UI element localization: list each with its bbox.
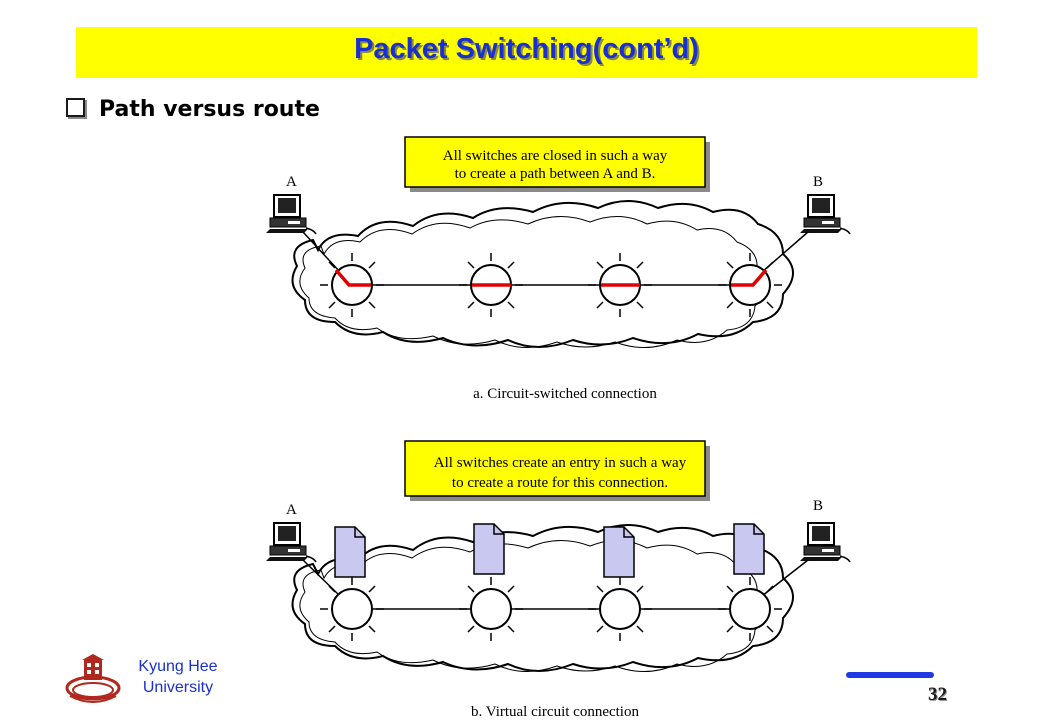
table-icon [334, 526, 366, 578]
caption-b: b. Virtual circuit connection [471, 704, 639, 720]
university-logo-icon [65, 654, 121, 703]
bullet-item: Path versus route [66, 97, 320, 122]
label-b-bottom: B [813, 498, 823, 514]
university-line2: University [142, 679, 214, 696]
caption-a: a. Circuit-switched connection [473, 386, 657, 402]
label-a-bottom: A [286, 502, 297, 518]
bullet-text: Path versus route [99, 97, 320, 122]
label-b-top: B [813, 174, 823, 190]
university-line1: Kyung Hee [138, 658, 218, 675]
university-name: Kyung Hee University [128, 656, 228, 698]
checkbox-bullet-icon [66, 97, 85, 117]
table-icon [733, 523, 765, 575]
page-number: 32 [928, 684, 947, 705]
table-icon [603, 526, 635, 578]
callout-b-line1: All switches create an entry in such a w… [434, 455, 687, 471]
footer-accent-line [846, 672, 934, 678]
diagram-a: All switches are closed in such a way to… [265, 136, 851, 402]
callout-b-line2: to create a route for this connection. [452, 475, 668, 491]
title-bar: Packet Switching(cont’d) [76, 27, 977, 78]
callout-a-line2: to create a path between A and B. [455, 166, 656, 182]
label-a-top: A [286, 174, 297, 190]
callout-a-line1: All switches are closed in such a way [443, 148, 668, 164]
diagram-b: All switches create an entry in such a w… [265, 440, 851, 720]
table-icon [473, 523, 505, 575]
slide-title: Packet Switching(cont’d) [354, 33, 699, 65]
